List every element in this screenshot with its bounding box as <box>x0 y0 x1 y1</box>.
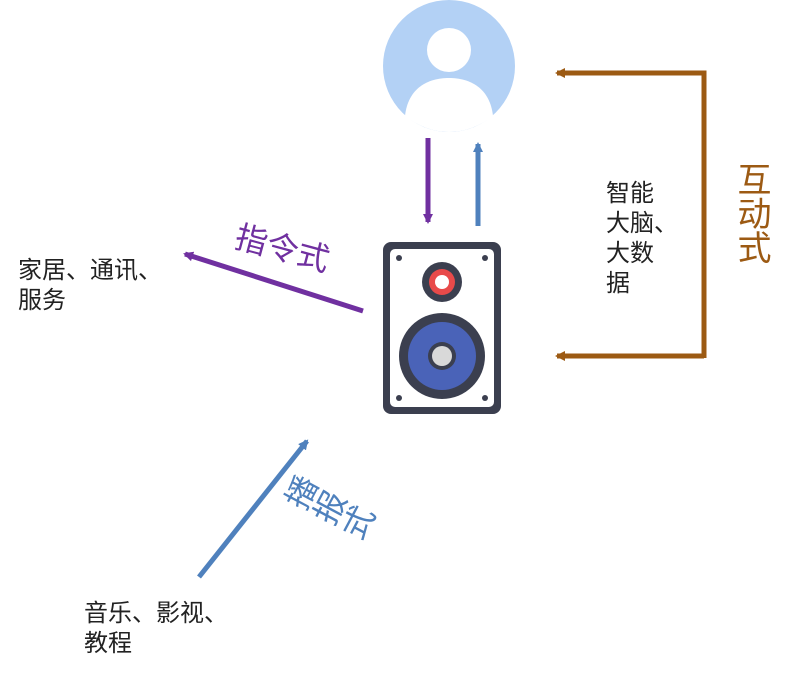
user-avatar-icon <box>383 0 515 132</box>
speaker-icon <box>383 242 501 414</box>
arrow-broadcast <box>197 439 309 579</box>
label-home-services: 家居、通讯、 服务 <box>18 256 162 314</box>
label-brain-bigdata: 智能 大脑、 大数 据 <box>606 179 678 297</box>
label-media: 音乐、影视、 教程 <box>84 599 228 657</box>
arrow-interactive-loop <box>555 68 707 358</box>
mode-label-interactive: 互动式 <box>731 162 771 264</box>
arrow-command <box>183 251 364 314</box>
